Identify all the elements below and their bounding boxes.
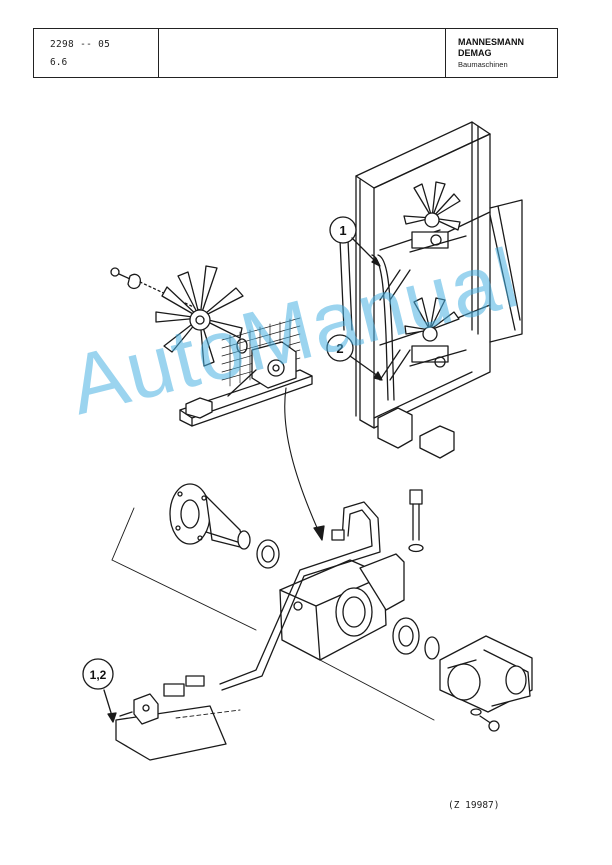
seal-ring-1 <box>256 539 280 569</box>
pipe-line <box>163 501 381 697</box>
brand-line-1: MANNESMANN <box>458 37 524 47</box>
fan-frame <box>339 121 523 459</box>
retaining-ring <box>424 636 440 660</box>
callout-1: 1 <box>339 223 346 238</box>
callout-12-marker <box>82 658 117 723</box>
section-number: 6.6 <box>50 57 68 68</box>
pump-housing <box>279 553 405 661</box>
document-header: 2298 -- 05 6.6 MANNESMANN DEMAG Baumasch… <box>33 28 558 78</box>
doc-number: 2298 -- 05 <box>50 39 111 50</box>
header-brand-cell: MANNESMANN DEMAG Baumaschinen <box>445 29 557 77</box>
lower-frame-fan <box>404 297 467 368</box>
figure-reference: (Z 19987) <box>448 800 500 811</box>
brand-line-3: Baumaschinen <box>458 60 508 69</box>
hydraulic-motor <box>439 635 533 713</box>
mounting-bolt <box>408 489 424 553</box>
callout-2-marker <box>326 334 383 381</box>
header-doc-cell: 2298 -- 05 6.6 <box>34 29 159 77</box>
small-bolt <box>470 708 500 732</box>
brand-line-2: DEMAG <box>458 48 492 58</box>
upper-frame-fan <box>403 181 467 253</box>
seal-ring-2 <box>392 617 420 655</box>
callout-12: 1,2 <box>90 668 107 682</box>
sensor-block <box>115 693 227 761</box>
fan-assembly <box>110 265 313 427</box>
callout-1-marker <box>329 216 381 267</box>
shaft-flange <box>169 483 251 550</box>
callout-2: 2 <box>336 341 343 356</box>
